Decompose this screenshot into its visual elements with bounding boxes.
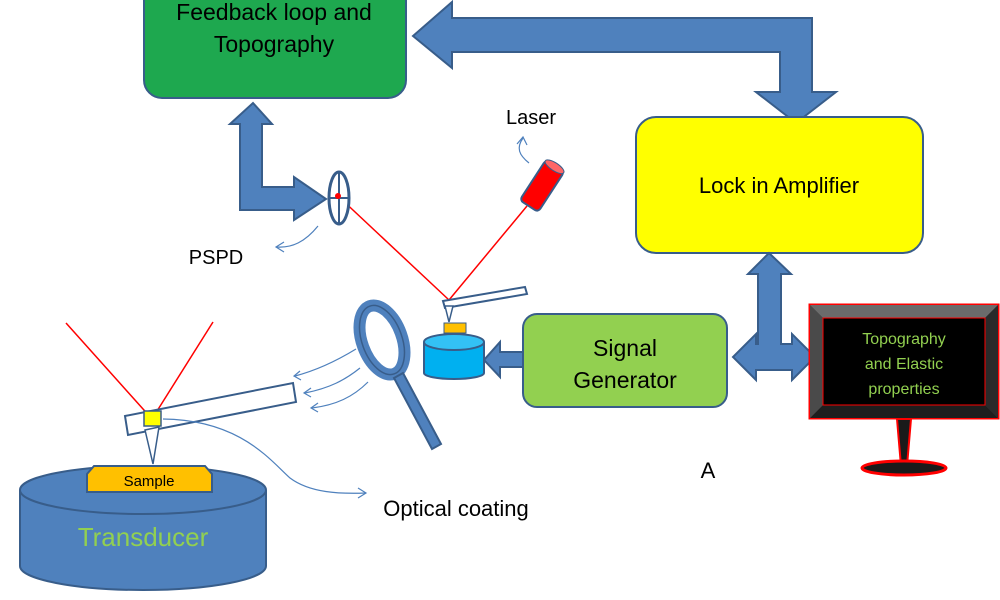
laser-beam-left: [65, 322, 153, 420]
signal-generator-box: Signal Generator: [522, 313, 728, 408]
sample-label: Sample: [124, 473, 175, 490]
monitor-text-line1: Topography: [862, 331, 946, 348]
monitor: Topography and Elastic properties: [808, 303, 1000, 477]
laser-pointer-arrow: [518, 137, 530, 164]
laser-label: Laser: [506, 107, 556, 129]
pspd-pointer-arrowhead: [274, 241, 285, 253]
lockin-signal-monitor-arrow: [731, 251, 817, 383]
feedback-pspd-arrow: [227, 101, 328, 222]
laser-beam-right: [151, 321, 214, 420]
signal-generator-label-line2: Generator: [573, 367, 677, 393]
optical-coating-label: Optical coating: [383, 496, 529, 521]
vibration-waves: [292, 348, 369, 413]
signal-to-piezo-arrow: [482, 339, 524, 380]
laser-device: [520, 159, 565, 212]
optical-coating-pointer-arrow: [162, 418, 367, 494]
signal-generator-label-line1: Signal: [593, 335, 657, 361]
transducer-label: Transducer: [78, 522, 209, 552]
panel-label: A: [701, 458, 716, 483]
large-cantilever: [123, 381, 298, 465]
pspd-label: PSPD: [189, 247, 243, 269]
magnifier-icon: [353, 299, 443, 451]
optical-coating-pointer-arrowhead: [357, 487, 368, 499]
monitor-text-line3: properties: [868, 381, 939, 398]
piezo-actuator: [423, 322, 485, 380]
feedback-loop-label-line1: Feedback loop and: [176, 0, 372, 25]
pspd-pointer-arrow: [276, 225, 319, 248]
sample: Sample: [86, 465, 213, 493]
lockin-to-feedback-arrow: [411, 0, 839, 125]
lock-in-amplifier-label: Lock in Amplifier: [699, 173, 859, 198]
laser-beam-incident: [448, 205, 528, 301]
feedback-loop-box: Feedback loop and Topography: [143, 0, 407, 99]
lock-in-amplifier-box: Lock in Amplifier: [635, 116, 924, 254]
laser-pointer-arrowhead: [516, 135, 528, 146]
monitor-text-line2: and Elastic: [865, 356, 943, 373]
pspd-detector: [327, 170, 351, 226]
laser-beam-reflected: [337, 195, 450, 301]
small-cantilever: [441, 285, 529, 323]
feedback-loop-label-line2: Topography: [214, 31, 335, 57]
